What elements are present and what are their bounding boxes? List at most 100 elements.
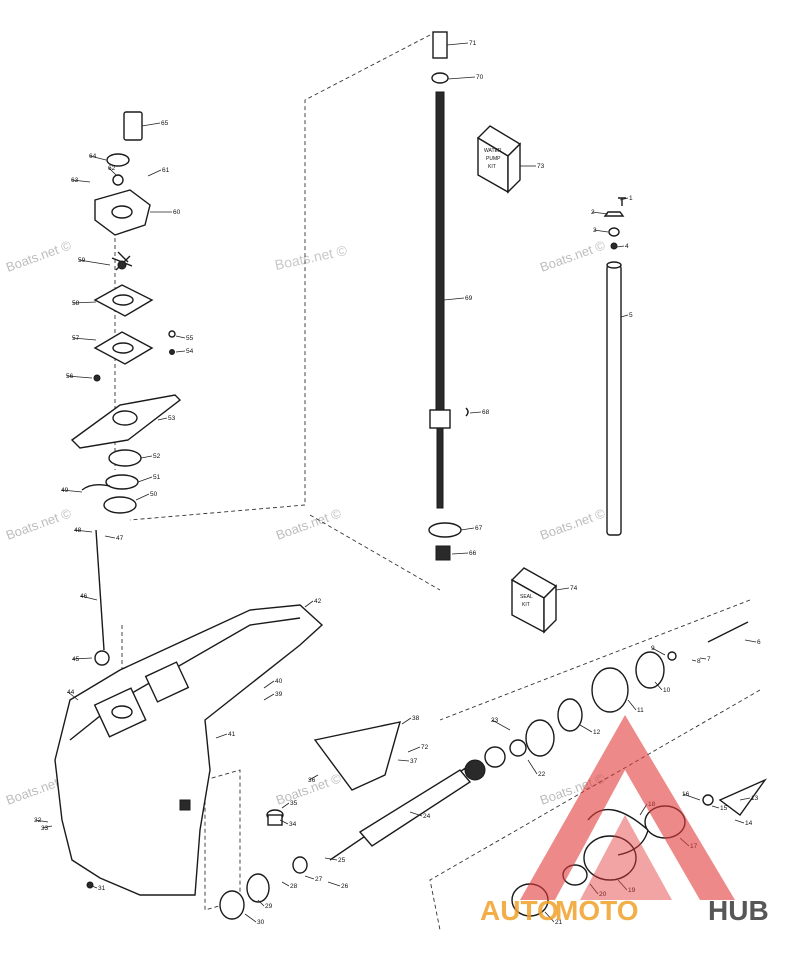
- watermark: Boats.net ©: [4, 237, 74, 275]
- logo-triangle: [520, 715, 735, 900]
- logo-text-hub: HUB: [708, 895, 769, 926]
- leader-line: [72, 301, 97, 304]
- part-callout-2: 2: [591, 209, 595, 216]
- leader-line: [654, 681, 663, 691]
- watermark: Boats.net ©: [273, 242, 349, 273]
- kit-text: SEAL: [520, 594, 533, 600]
- part-callout-64: 64: [89, 153, 97, 160]
- leader-line: [74, 529, 93, 533]
- leader-line: [78, 259, 111, 266]
- part-callout-9: 9: [651, 645, 655, 652]
- leader-line: [620, 314, 629, 318]
- part-callout-66: 66: [469, 550, 477, 557]
- part-callout-51: 51: [153, 474, 161, 481]
- part-callout-68: 68: [482, 409, 490, 416]
- part-callout-73: 73: [537, 163, 545, 170]
- leader-line: [555, 587, 570, 591]
- part-callout-4: 4: [625, 243, 629, 250]
- water-pump-assembly: [70, 111, 182, 514]
- leader-line: [591, 211, 609, 215]
- part-callout-71: 71: [469, 40, 477, 47]
- leader-line: [527, 759, 538, 775]
- leader-line: [304, 600, 314, 608]
- part-callout-74: 74: [570, 585, 578, 592]
- prop-shaft-assembly: [219, 621, 749, 920]
- leader-line: [308, 774, 319, 781]
- leader-line: [589, 883, 599, 895]
- part-callout-50: 50: [150, 491, 158, 498]
- part-callout-12: 12: [593, 729, 601, 736]
- part-callout-3: 3: [593, 227, 597, 234]
- leader-line: [619, 197, 629, 201]
- leader-line: [72, 337, 97, 341]
- part-callout-57: 57: [72, 335, 80, 342]
- leader-line: [651, 647, 666, 656]
- leader-line: [71, 179, 91, 183]
- part-callout-7: 7: [707, 656, 711, 663]
- leader-line: [66, 375, 93, 379]
- part-callout-37: 37: [410, 758, 418, 765]
- leader-line: [175, 335, 186, 339]
- part-callout-28: 28: [290, 883, 298, 890]
- leader-line: [80, 595, 98, 601]
- leader-line: [711, 805, 720, 809]
- part-callout-70: 70: [476, 74, 484, 81]
- part-callout-72: 72: [421, 744, 429, 751]
- part-callout-61: 61: [162, 167, 170, 174]
- part-callout-56: 56: [66, 373, 74, 380]
- part-callout-47: 47: [116, 535, 124, 542]
- gearcase-housing: [54, 604, 401, 896]
- part-callout-67: 67: [475, 525, 483, 532]
- leader-line: [616, 245, 625, 248]
- part-callout-39: 39: [275, 691, 283, 698]
- kit-text: WATER: [484, 148, 502, 154]
- leader-line: [108, 167, 117, 176]
- leader-line: [263, 680, 275, 689]
- part-callout-26: 26: [341, 883, 349, 890]
- shift-rod-lower: [94, 529, 110, 666]
- leader-line: [104, 535, 116, 539]
- leader-line: [281, 802, 290, 809]
- part-callout-45: 45: [72, 656, 80, 663]
- part-callout-5: 5: [629, 312, 633, 319]
- part-callout-46: 46: [80, 593, 88, 600]
- leader-line: [447, 76, 476, 80]
- leader-line: [691, 659, 697, 662]
- leader-line: [446, 42, 469, 46]
- part-callout-6: 6: [757, 639, 761, 646]
- leader-line: [699, 657, 707, 660]
- part-callout-15: 15: [720, 805, 728, 812]
- kit-text: KIT: [488, 164, 496, 170]
- part-callout-16: 16: [682, 791, 690, 798]
- leader-line: [135, 493, 150, 501]
- leader-line: [443, 297, 465, 301]
- part-callout-1: 1: [629, 195, 633, 202]
- logo-text-moto: MOTO: [555, 895, 638, 926]
- part-callout-41: 41: [228, 731, 236, 738]
- part-callout-8: 8: [697, 658, 701, 665]
- leader-line: [460, 527, 475, 531]
- part-callout-33: 33: [41, 825, 49, 832]
- part-callout-53: 53: [168, 415, 176, 422]
- leader-line: [281, 881, 290, 887]
- logo-text-auto: AUTO: [480, 895, 559, 926]
- part-callout-62: 62: [108, 165, 116, 172]
- water-pump-kit-box: WATER PUMP KIT: [476, 125, 522, 194]
- part-callout-59: 59: [78, 257, 86, 264]
- part-callout-55: 55: [186, 335, 194, 342]
- part-callout-29: 29: [265, 903, 273, 910]
- part-callout-63: 63: [71, 177, 79, 184]
- part-callout-19: 19: [628, 887, 636, 894]
- part-callout-20: 20: [599, 891, 607, 898]
- leader-line: [744, 639, 757, 643]
- leader-line: [491, 719, 511, 731]
- leader-line: [304, 875, 315, 880]
- leader-line: [147, 169, 162, 177]
- leader-line: [593, 229, 609, 233]
- part-callout-49: 49: [61, 487, 69, 494]
- kit-text: PUMP: [486, 156, 501, 162]
- leader-line: [263, 693, 275, 701]
- leader-line: [401, 717, 412, 725]
- leader-line: [409, 811, 423, 817]
- part-callout-60: 60: [173, 209, 181, 216]
